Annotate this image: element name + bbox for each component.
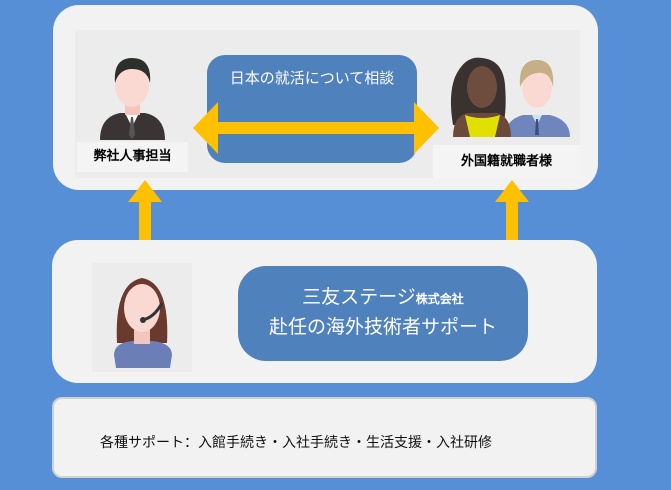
company-box: 三友ステージ株式会社 赴任の海外技術者サポート <box>238 266 528 361</box>
consultation-box: 日本の就活について相談 <box>207 55 417 163</box>
hr-person-icon <box>100 58 165 140</box>
hr-label: 弊社人事担当 <box>77 142 188 172</box>
foreign-workers-icon <box>450 57 570 137</box>
support-list: 各種サポート：入館手続き・入社手続き・生活支援・入社研修 <box>100 435 492 451</box>
up-arrow-left-icon <box>128 180 162 260</box>
service-label: 赴任の海外技術者サポート <box>268 316 497 338</box>
foreign-workers-label: 外国籍就職者様 <box>433 145 580 178</box>
consultation-label: 日本の就活について相談 <box>229 69 395 87</box>
bottom-panel: 各種サポート：入館手続き・入社手続き・生活支援・入社研修 <box>52 397 597 478</box>
company-suffix: 株式会社 <box>415 292 464 306</box>
up-arrow-right-icon <box>495 180 529 260</box>
company-name: 三友ステージ株式会社 <box>238 282 528 309</box>
operator-image <box>92 263 192 372</box>
double-arrow-icon <box>193 102 439 154</box>
company-name-text: 三友ステージ <box>302 286 416 308</box>
operator-headset-icon <box>114 278 172 368</box>
